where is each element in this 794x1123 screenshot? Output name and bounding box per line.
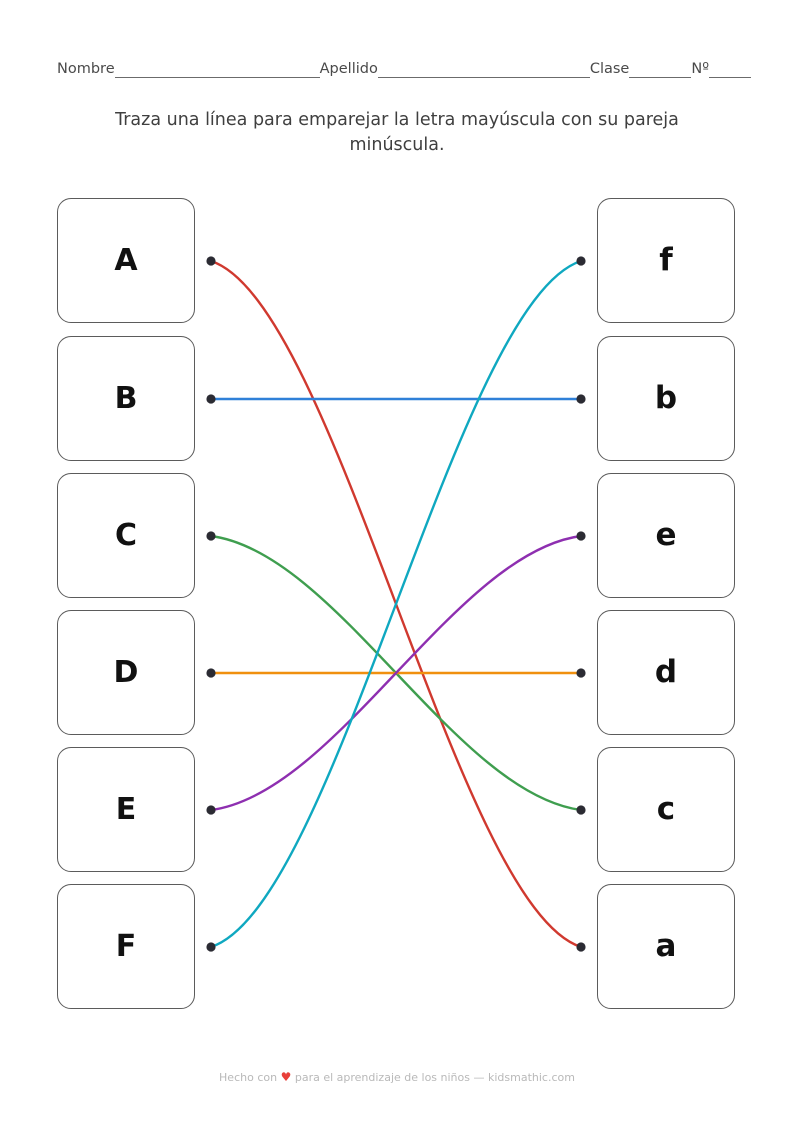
connector-dot-right[interactable] — [576, 668, 586, 678]
connector-dot-right[interactable] — [576, 942, 586, 952]
left-card-5[interactable]: F — [57, 884, 195, 1009]
field-apellido: Apellido — [320, 62, 590, 78]
left-card-1[interactable]: B — [57, 336, 195, 461]
footer-prefix: Hecho con — [219, 1071, 278, 1084]
instruction-text: Traza una línea para emparejar la letra … — [115, 110, 679, 156]
connector-dot-right[interactable] — [576, 531, 586, 541]
right-card-letter: d — [654, 654, 678, 690]
field-nombre: Nombre — [57, 62, 320, 78]
field-apellido-label: Apellido — [319, 61, 378, 77]
right-card-2[interactable]: e — [597, 473, 735, 598]
right-card-5[interactable]: a — [597, 884, 735, 1009]
right-card-3[interactable]: d — [597, 610, 735, 735]
left-card-2[interactable]: C — [57, 473, 195, 598]
connector-dot-left[interactable] — [206, 256, 216, 266]
connector-dot-left[interactable] — [206, 942, 216, 952]
left-card-3[interactable]: D — [57, 610, 195, 735]
field-apellido-input[interactable] — [377, 64, 590, 78]
right-card-letter: b — [654, 380, 678, 416]
heart-icon: ♥ — [280, 1070, 292, 1084]
right-card-letter: e — [655, 517, 677, 553]
student-info-header: Nombre Apellido Clase Nº — [57, 62, 752, 78]
field-nombre-label: Nombre — [57, 61, 115, 77]
right-card-4[interactable]: c — [597, 747, 735, 872]
left-card-letter: D — [113, 654, 139, 690]
connector-dot-left[interactable] — [206, 805, 216, 815]
field-numero-label: Nº — [691, 61, 710, 77]
right-card-letter: a — [655, 928, 677, 964]
footer-credit: Hecho con ♥ para el aprendizaje de los n… — [0, 1070, 794, 1084]
right-card-letter: f — [659, 242, 673, 278]
connector-dot-left[interactable] — [206, 531, 216, 541]
connector-dot-right[interactable] — [576, 394, 586, 404]
left-card-4[interactable]: E — [57, 747, 195, 872]
field-numero-input[interactable] — [709, 64, 752, 78]
match-line-a-a[interactable] — [209, 259, 583, 949]
match-line-e-e[interactable] — [209, 534, 583, 812]
connector-dot-right[interactable] — [576, 805, 586, 815]
match-line-f-f[interactable] — [209, 259, 583, 949]
left-card-0[interactable]: A — [57, 198, 195, 323]
field-clase-label: Clase — [589, 61, 630, 77]
field-numero: Nº — [691, 61, 752, 78]
connector-dot-left[interactable] — [206, 668, 216, 678]
footer-suffix: para el aprendizaje de los niños — kidsm… — [294, 1071, 575, 1084]
left-card-letter: C — [114, 517, 138, 553]
left-card-letter: B — [114, 380, 138, 416]
field-clase-input[interactable] — [629, 64, 692, 78]
left-card-letter: E — [115, 791, 137, 827]
right-card-0[interactable]: f — [597, 198, 735, 323]
left-card-letter: A — [114, 242, 138, 278]
right-card-1[interactable]: b — [597, 336, 735, 461]
field-nombre-input[interactable] — [114, 64, 320, 78]
match-line-c-c[interactable] — [209, 534, 583, 812]
left-card-letter: F — [115, 928, 137, 964]
connector-dot-right[interactable] — [576, 256, 586, 266]
field-clase: Clase — [590, 62, 692, 78]
right-card-letter: c — [656, 791, 676, 827]
connector-dot-left[interactable] — [206, 394, 216, 404]
